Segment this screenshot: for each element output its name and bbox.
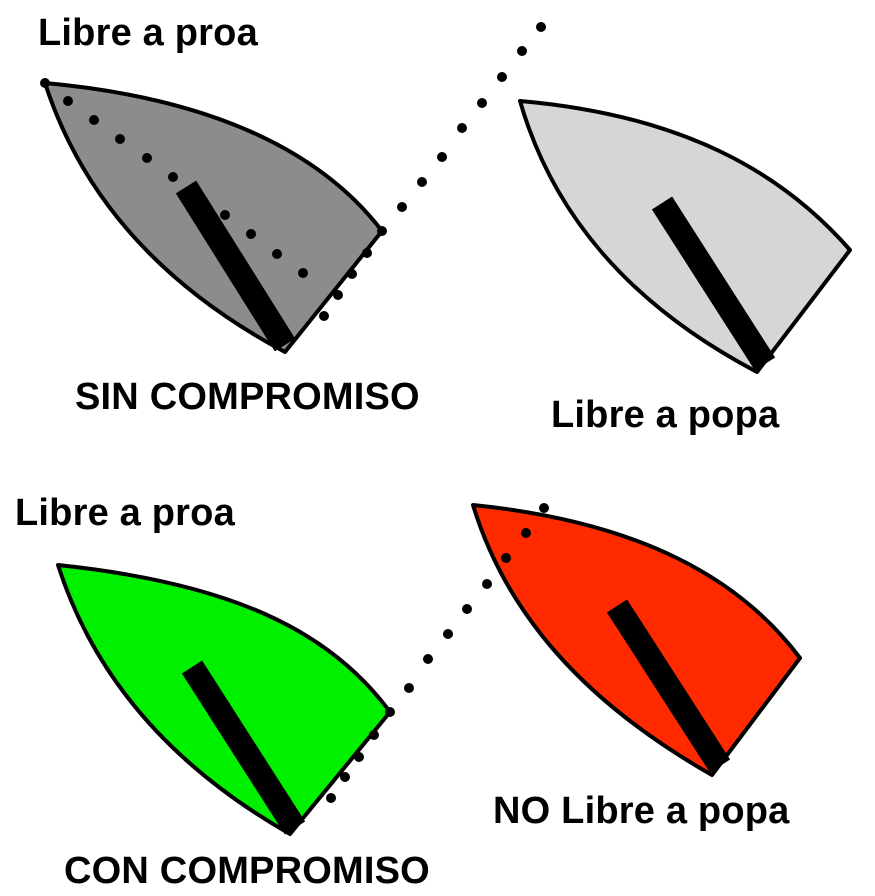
boat-bottom-left xyxy=(56,563,392,836)
label-no-overlap: SIN COMPROMISO xyxy=(75,376,420,418)
dotted-lines-top xyxy=(40,22,546,321)
label-overlap: CON COMPROMISO xyxy=(64,850,430,892)
label-stern-clear-top: Libre a popa xyxy=(551,394,780,436)
boat-top-left xyxy=(43,81,384,354)
mast-top-right xyxy=(651,196,776,371)
boat-top-right xyxy=(518,99,852,374)
mast-top-left xyxy=(175,180,296,352)
boat-bottom-right xyxy=(471,503,802,777)
label-bow-clear-bottom: Libre a proa xyxy=(15,492,235,534)
mast-bottom-left xyxy=(181,660,306,835)
dotted-lines-bottom xyxy=(326,503,549,803)
label-not-stern-clear: NO Libre a popa xyxy=(493,790,790,832)
mast-bottom-right xyxy=(606,599,731,773)
label-bow-clear-top: Libre a proa xyxy=(38,12,258,54)
